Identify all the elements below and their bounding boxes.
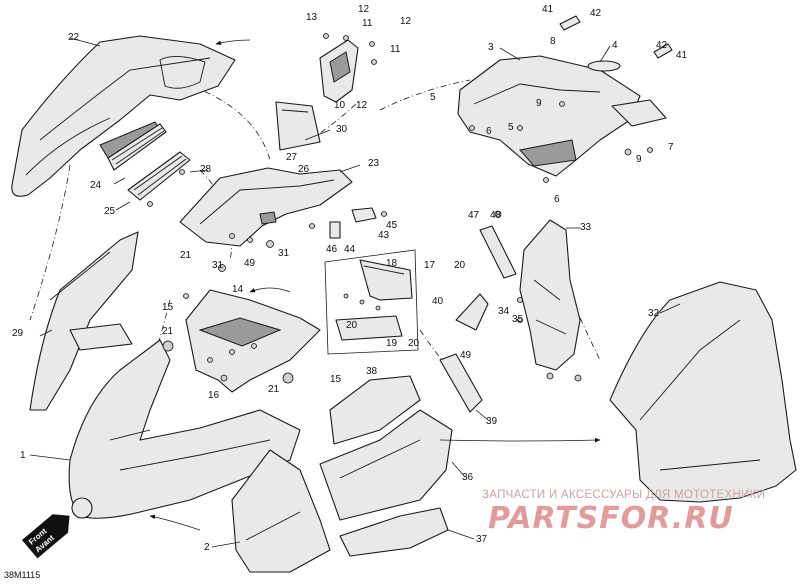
callout-43: 43: [378, 230, 390, 241]
callout-24: 24: [90, 180, 102, 191]
watermark: ЗАПЧАСТИ И АКСЕССУАРЫ ДЛЯ МОТОТЕХНИКИ PA…: [482, 489, 765, 536]
part-25-grille: [127, 151, 191, 207]
part-24-vent: [107, 123, 167, 171]
callout-22: 22: [68, 32, 80, 43]
callout-40: 40: [432, 296, 444, 307]
watermark-tagline: ЗАПЧАСТИ И АКСЕССУАРЫ ДЛЯ МОТОТЕХНИКИ: [482, 489, 765, 501]
callout-19-to: 20: [408, 338, 420, 349]
callout-39: 39: [486, 416, 498, 427]
part-38-panel: [329, 375, 421, 445]
callout-48: 48: [490, 210, 502, 221]
callout-18: 18: [386, 258, 398, 269]
callout-6a: 6: [486, 126, 492, 137]
part-33-right-bracket: [479, 210, 582, 382]
callout-21c: 21: [268, 384, 280, 395]
callout-29: 29: [12, 328, 24, 339]
part-39-strip: [439, 353, 483, 413]
part-29-side-panel: [29, 231, 139, 411]
callout-31b: 31: [278, 248, 290, 259]
callout-9a: 9: [536, 98, 542, 109]
callout-15a: 15: [162, 302, 174, 313]
part-23-inner-bracket: [179, 167, 353, 272]
callout-42b: 42: [656, 40, 668, 51]
callout-35: 35: [512, 314, 524, 325]
callout-41b: 41: [676, 50, 688, 61]
part-17-inset-box: [324, 249, 419, 355]
callout-1: 1: [20, 450, 26, 461]
callout-9b: 9: [636, 154, 642, 165]
callout-20: 20: [346, 320, 358, 331]
hardware-43-46: [309, 207, 387, 239]
callout-21a: 21: [180, 250, 192, 261]
callout-19: 19: [386, 338, 398, 349]
part-32-right-fairing: [609, 281, 797, 503]
callout-3: 3: [488, 42, 494, 53]
part-1-front-fairing: [68, 339, 301, 519]
assembly-arrows: [149, 39, 601, 531]
callout-44: 44: [344, 244, 356, 255]
callout-41a: 41: [542, 4, 554, 15]
callout-17: 17: [424, 260, 436, 271]
callout-45: 45: [386, 220, 398, 231]
callout-25: 25: [104, 206, 116, 217]
callout-42a: 42: [590, 8, 602, 19]
callout-33: 33: [580, 222, 592, 233]
part-3-tank-cover: [457, 15, 673, 183]
callout-7: 7: [668, 142, 674, 153]
callout-16: 16: [208, 390, 220, 401]
callout-5b: 5: [508, 122, 514, 133]
callout-12b: 12: [400, 16, 412, 27]
callout-2: 2: [204, 542, 210, 553]
callout-11a: 11: [362, 18, 373, 29]
callout-32: 32: [648, 308, 660, 319]
callout-34: 34: [498, 306, 510, 317]
callout-30: 30: [336, 124, 348, 135]
part-22-upper-shroud: [11, 35, 236, 197]
callout-10: 10: [334, 100, 346, 111]
callout-labels: 22 13 12 12 11 11 10 12 30 27 26 23 28 2…: [12, 4, 688, 553]
callout-49a: 49: [244, 258, 256, 269]
callout-38: 38: [366, 366, 378, 377]
watermark-logo: PARTSFOR.RU: [488, 501, 734, 536]
callout-11b: 11: [390, 44, 401, 55]
callout-23: 23: [368, 158, 380, 169]
callout-26: 26: [298, 164, 310, 175]
callout-4: 4: [612, 40, 618, 51]
leader-lines: [29, 37, 681, 548]
callout-12a: 12: [358, 4, 370, 15]
part-36-side-cover: [319, 409, 453, 521]
part-10-bracket: [319, 33, 377, 103]
front-avant-badge: Front Avant: [22, 514, 70, 559]
callout-17-to: 20: [454, 260, 466, 271]
part-2-lower-fairing: [231, 449, 331, 573]
diagram-code: 38M1115: [4, 570, 40, 580]
callout-13: 13: [306, 12, 318, 23]
part-14-bracket: [162, 289, 321, 393]
callout-6b: 6: [554, 194, 560, 205]
callout-14: 14: [232, 284, 244, 295]
callout-21b: 21: [162, 326, 174, 337]
callout-36: 36: [462, 472, 474, 483]
callout-27: 27: [286, 152, 298, 163]
callout-5a: 5: [430, 92, 436, 103]
callout-47: 47: [468, 210, 480, 221]
callout-31a: 31: [212, 260, 224, 271]
callout-46: 46: [326, 244, 338, 255]
callout-37: 37: [476, 534, 488, 545]
callout-49b: 49: [460, 350, 472, 361]
part-40-block: [455, 293, 489, 331]
callout-28: 28: [200, 164, 212, 175]
callout-10-to: 12: [356, 100, 368, 111]
callout-15b: 15: [330, 374, 342, 385]
part-30-panel: [275, 101, 321, 151]
callout-8: 8: [550, 36, 556, 47]
